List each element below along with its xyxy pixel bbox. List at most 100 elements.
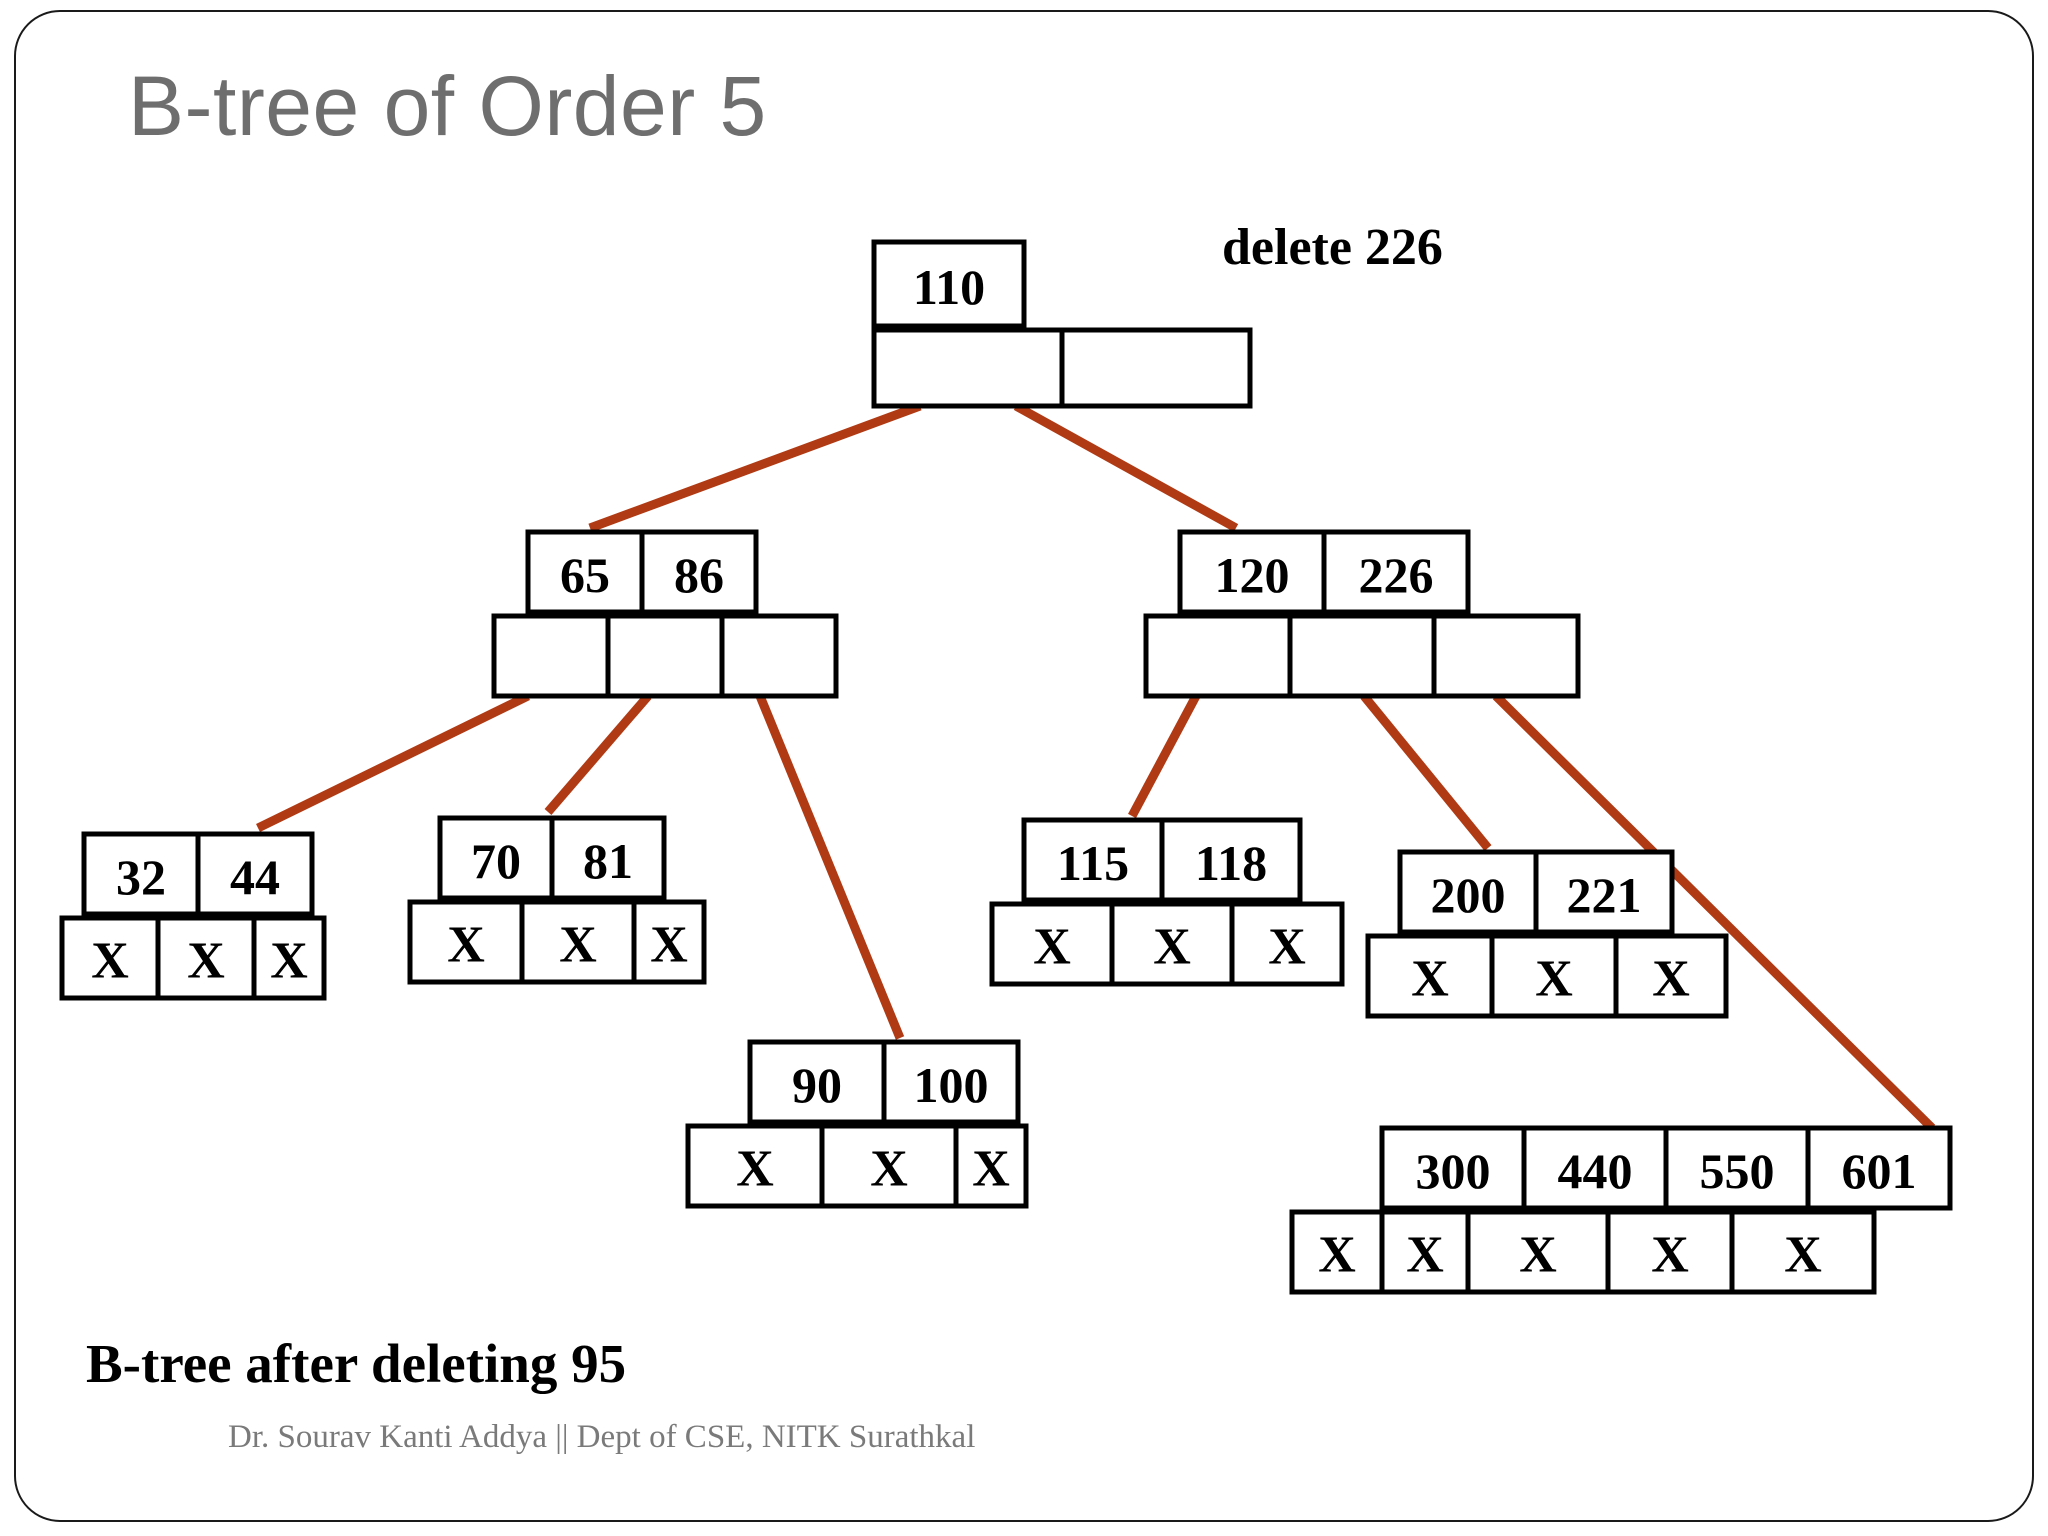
node-key-label: 221: [1567, 867, 1642, 923]
node-key-label: 70: [471, 833, 521, 889]
node-pointer-cell: [1289, 1209, 1385, 1295]
node-pointer-cell: [1379, 1209, 1471, 1295]
node-pointer-cell: [1229, 901, 1345, 987]
node-key-cell: [871, 239, 1027, 329]
node-key-cell: [1397, 849, 1539, 935]
node-pointer-cell: [1431, 613, 1581, 699]
tree-edge: [755, 694, 905, 1040]
node-pointer-label: X: [1784, 1227, 1822, 1284]
node-key-label: 550: [1700, 1143, 1775, 1199]
node-pointer-cell: [491, 613, 611, 699]
node-key-label: 110: [913, 259, 985, 315]
node-pointer-label: X: [1535, 951, 1573, 1008]
node-pointer-label: X: [1318, 1227, 1356, 1284]
node-pointer-cell: [1465, 1209, 1611, 1295]
node-pointer-cell: [1059, 327, 1253, 409]
node-pointer-label: X: [1519, 1227, 1557, 1284]
node-key-cell: [1159, 817, 1303, 903]
node-pointer-label: X: [447, 917, 485, 974]
node-key-label: 44: [230, 849, 280, 905]
node-pointer-cell: [631, 899, 707, 985]
node-key-cell: [437, 815, 555, 901]
node-key-label: 100: [914, 1057, 989, 1113]
node-key-label: 65: [560, 547, 610, 603]
node-pointer-label: X: [91, 933, 129, 990]
node-key-label: 118: [1195, 835, 1267, 891]
node-pointer-cell: [685, 1123, 825, 1209]
node-key-label: 90: [792, 1057, 842, 1113]
node-key-cell: [549, 815, 667, 901]
tree-edge: [256, 691, 530, 833]
node-key-label: 440: [1558, 1143, 1633, 1199]
node-pointer-label: X: [1033, 919, 1071, 976]
node-pointer-cell: [1729, 1209, 1877, 1295]
node-pointer-label: X: [736, 1141, 774, 1198]
tree-edge: [1013, 402, 1239, 532]
node-pointer-label: X: [870, 1141, 908, 1198]
node-pointer-cell: [1613, 933, 1729, 1019]
diagram-caption: B-tree after deleting 95: [86, 1333, 627, 1394]
node-key-cell: [195, 831, 315, 917]
tree-edge: [1128, 693, 1200, 819]
btree-node: 120 226: [1143, 529, 1581, 699]
node-pointer-label: X: [1406, 1227, 1444, 1284]
node-pointer-label: X: [650, 917, 688, 974]
node-pointer-label: X: [187, 933, 225, 990]
node-pointer-label: X: [1411, 951, 1449, 1008]
node-pointer-cell: [605, 613, 725, 699]
node-key-label: 115: [1057, 835, 1129, 891]
node-pointer-cell: [989, 901, 1115, 987]
node-pointer-cell: [953, 1123, 1029, 1209]
node-pointer-cell: [1143, 613, 1293, 699]
node-pointer-cell: [251, 915, 327, 1001]
btree-node: 65 86: [491, 529, 839, 699]
node-key-cell: [1533, 849, 1675, 935]
node-key-label: 200: [1431, 867, 1506, 923]
node-key-cell: [1805, 1125, 1953, 1211]
page-title: B-tree of Order 5: [128, 59, 767, 153]
node-pointer-label: X: [1153, 919, 1191, 976]
node-key-label: 120: [1215, 547, 1290, 603]
btree-node: 110: [871, 239, 1253, 409]
node-pointer-label: X: [559, 917, 597, 974]
node-pointer-cell: [1109, 901, 1235, 987]
node-key-cell: [1321, 529, 1471, 615]
slide-footer: Dr. Sourav Kanti Addya || Dept of CSE, N…: [228, 1419, 976, 1455]
node-key-label: 86: [674, 547, 724, 603]
node-key-cell: [639, 529, 759, 615]
node-pointer-label: X: [1651, 1227, 1689, 1284]
node-pointer-cell: [155, 915, 257, 1001]
edges-layer: [256, 401, 1936, 1132]
delete-operation-label: delete 226: [1222, 219, 1443, 276]
node-key-cell: [525, 529, 645, 615]
node-pointer-label: X: [1652, 951, 1690, 1008]
node-pointer-cell: [719, 613, 839, 699]
node-key-cell: [881, 1039, 1021, 1125]
node-pointer-cell: [1489, 933, 1619, 1019]
node-pointer-cell: [1605, 1209, 1735, 1295]
tree-edge: [1492, 692, 1936, 1132]
tree-edge: [544, 693, 652, 815]
tree-edge: [1360, 693, 1492, 851]
node-pointer-label: X: [270, 933, 308, 990]
tree-edge: [588, 401, 922, 533]
node-key-label: 81: [583, 833, 633, 889]
node-pointer-label: X: [1268, 919, 1306, 976]
node-key-label: 226: [1359, 547, 1434, 603]
node-pointer-cell: [871, 327, 1065, 409]
node-key-label: 32: [116, 849, 166, 905]
node-pointer-cell: [1365, 933, 1495, 1019]
node-pointer-cell: [1287, 613, 1437, 699]
node-key-label: 601: [1842, 1143, 1917, 1199]
node-key-cell: [1021, 817, 1165, 903]
node-key-label: 300: [1416, 1143, 1491, 1199]
